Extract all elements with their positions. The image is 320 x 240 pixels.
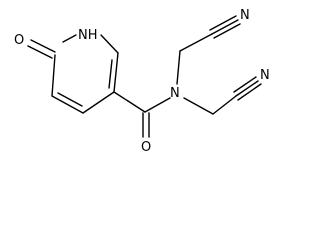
- atom-label-nh: NH: [78, 28, 98, 43]
- cyanomethyl-arms: [176, 15, 262, 115]
- structure-diagram: NH O O N N N: [14, 8, 270, 155]
- bond-camide-n: [144, 97, 171, 113]
- bond-c5-c6: [51, 54, 56, 97]
- triple-upper-c: [209, 15, 237, 31]
- bond-c2-c3: [113, 52, 119, 93]
- atom-label-amide-n: N: [170, 86, 180, 101]
- atom-label-nitrile-n-upper: N: [240, 8, 250, 23]
- bond-c3-c4: [82, 91, 115, 114]
- bond-ch2-c-lower: [212, 95, 237, 115]
- triple-lower-b: [237, 83, 262, 101]
- bond-c6-o-b: [27, 45, 53, 59]
- bond-n-ch2-lower: [183, 97, 214, 115]
- atom-label-nitrile-n-lower: N: [260, 68, 270, 83]
- atom-label-ring-o: O: [14, 33, 24, 48]
- atom-label-amide-o: O: [141, 140, 151, 155]
- bond-c2-c3-inner: [108, 59, 113, 89]
- triple-lower-c: [233, 76, 257, 93]
- bond-n1-c2: [100, 34, 119, 54]
- bond-ch2-c-upper: [179, 33, 213, 52]
- ring-carbonyl: [27, 39, 56, 59]
- pyridone-ring: [51, 34, 119, 114]
- bond-c4-c5: [51, 95, 84, 114]
- bond-c3-camide: [113, 91, 146, 113]
- amide-group: [113, 91, 171, 138]
- bond-n-ch2-upper: [176, 50, 181, 85]
- bond-c6-o-a: [30, 39, 56, 53]
- triple-upper-b: [213, 23, 241, 39]
- triple-lower-a: [235, 80, 259, 97]
- triple-upper-a: [211, 19, 239, 35]
- bond-c6-n1: [62, 34, 77, 43]
- bond-c4-c5-inner: [57, 92, 83, 107]
